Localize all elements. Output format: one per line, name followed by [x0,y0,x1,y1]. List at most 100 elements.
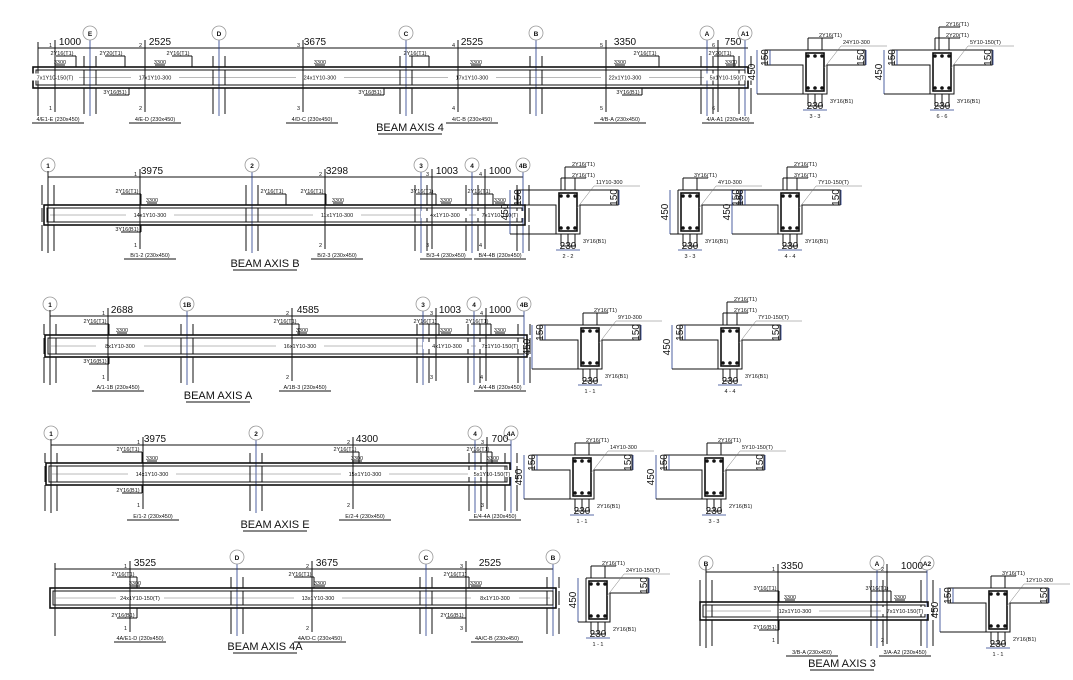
grid-label: D [235,555,240,562]
lap-length-label: 3300 [614,60,626,66]
rebar-dot [681,194,685,198]
rebar-dot [581,361,585,365]
section-cut-marker: 1 [124,564,127,570]
span-label: 4A/E1-D (230x450) [116,636,163,642]
rebar-dot [721,361,725,365]
section-height-dim: 450 [522,338,533,355]
bottom-bar-label: 2Y16(B1) [116,488,139,494]
rebar-dot [712,491,716,495]
grid-bubble [503,425,519,441]
rebar-dot [695,226,699,230]
stirrup-label: 14x1Y10-300 [134,213,167,219]
top-bar-label: 2Y16(T1) [466,319,489,325]
section-cut-marker: 1 [772,567,775,573]
section-top-bar-label: 3Y16(T1) [1002,571,1025,577]
stirrup-label: 8x1Y10-300 [105,344,135,350]
grid-bubble [82,25,98,41]
rebar-dot [820,86,824,90]
span-dimension: 3350 [781,561,804,572]
section-stirrup [580,327,600,367]
rebar-dot [989,592,993,596]
flange-thickness-dim: 150 [1039,587,1050,604]
lap-length-label: 3300 [146,456,158,462]
top-bar-label: 2Y16(T1) [112,572,135,578]
top-bar-label: 2Y20(T1) [709,51,732,57]
section-cut-marker: 4 [452,43,455,49]
section-stirrup [572,457,592,497]
flange-thickness-dim: 150 [983,49,994,66]
section-cut-marker: 2 [347,440,350,446]
section-top-bar-label: 2Y16(T1) [602,561,625,567]
section-bottom-bar-label: 2Y16(B1) [597,504,620,510]
span-label: A/1-1B (230x450) [96,385,139,391]
section-height-dim: 450 [874,63,885,80]
stirrup-label: 24x1Y10-150(T) [120,596,160,602]
lap-length-label: 3300 [894,595,906,601]
span-dimension: 1003 [439,305,462,316]
grid-label: 1B [183,302,192,309]
rebar-dot [996,624,1000,628]
section-width-dim: 230 [782,241,799,252]
section-top-bar-label: 2Y20(T1) [946,33,969,39]
span-dimension: 1000 [901,561,924,572]
beam-title: BEAM AXIS B [230,258,299,270]
section-cut-marker: 1 [49,43,52,49]
section-stirrup-label: 11Y10-300 [596,180,623,186]
span-dimension: 3975 [144,434,167,445]
section-width-dim: 230 [722,376,739,387]
lap-length-label: 3300 [116,328,128,334]
section-cut-marker: 1 [49,106,52,112]
rebar-dot [989,624,993,628]
span-label: B/3-4 (230x450) [426,253,466,259]
section-label: 3 - 3 [809,114,820,120]
span-label: B/1-2 (230x450) [130,253,170,259]
rebar-dot [581,329,585,333]
grid-bubble [467,425,483,441]
flange-thickness-dim: 150 [631,324,642,341]
flange-thickness-dim: 150 [527,454,538,471]
section-top-bar-label: 2Y16(T1) [794,162,817,168]
section-stirrup [680,192,700,232]
span-dimension: 2688 [111,305,134,316]
section-cut-marker: 1 [124,626,127,632]
stirrup-label: 11x1Y10-300 [321,213,353,219]
section-cut-marker: 2 [286,375,289,381]
rebar-dot [588,329,592,333]
section-outline [764,49,866,95]
section-top-bar-label: 2Y16(T1) [819,33,842,39]
lap-length-label: 3300 [154,60,166,66]
lap-length-label: 3300 [129,581,141,587]
grid-bubble [699,25,715,41]
lap-length-label: 3300 [440,198,452,204]
rebar-dot [705,459,709,463]
section-outline [663,454,765,500]
span-label: 3/B-A (230x450) [792,650,832,656]
grid-label: 4 [473,431,477,438]
section-height-dim: 450 [930,601,941,618]
grid-bubble [528,25,544,41]
span-dimension: 3975 [141,166,164,177]
top-bar-label: 2Y16(T1) [467,447,490,453]
section-cut-marker: 1 [772,638,775,644]
grid-bubble [398,25,414,41]
stirrup-label: 7x1Y10-150(T) [482,344,519,350]
section-cut-marker: 5 [600,43,603,49]
section-stirrup-label: 7Y10-150(T) [818,180,849,186]
stirrup-label: 12x1Y10-300 [779,609,812,615]
rebar-dot [735,361,739,365]
rebar-dot [587,491,591,495]
section-width-dim: 230 [706,506,723,517]
span-label: 4/E1-E (230x450) [36,117,79,123]
rebar-dot [719,491,723,495]
beam-title: BEAM AXIS 3 [808,658,876,670]
span-dimension: 2525 [479,558,502,569]
section-top-bar-label: 2Y16(T1) [572,173,595,179]
top-bar-label: 2Y16(T1) [334,447,357,453]
section-stirrup-label: 5Y10-150(T) [742,445,773,451]
section-cut-marker: 2 [286,311,289,317]
top-bar-label: 2Y16(T1) [301,189,324,195]
span-dimension: 2525 [149,37,172,48]
span-dimension: 1000 [489,305,512,316]
